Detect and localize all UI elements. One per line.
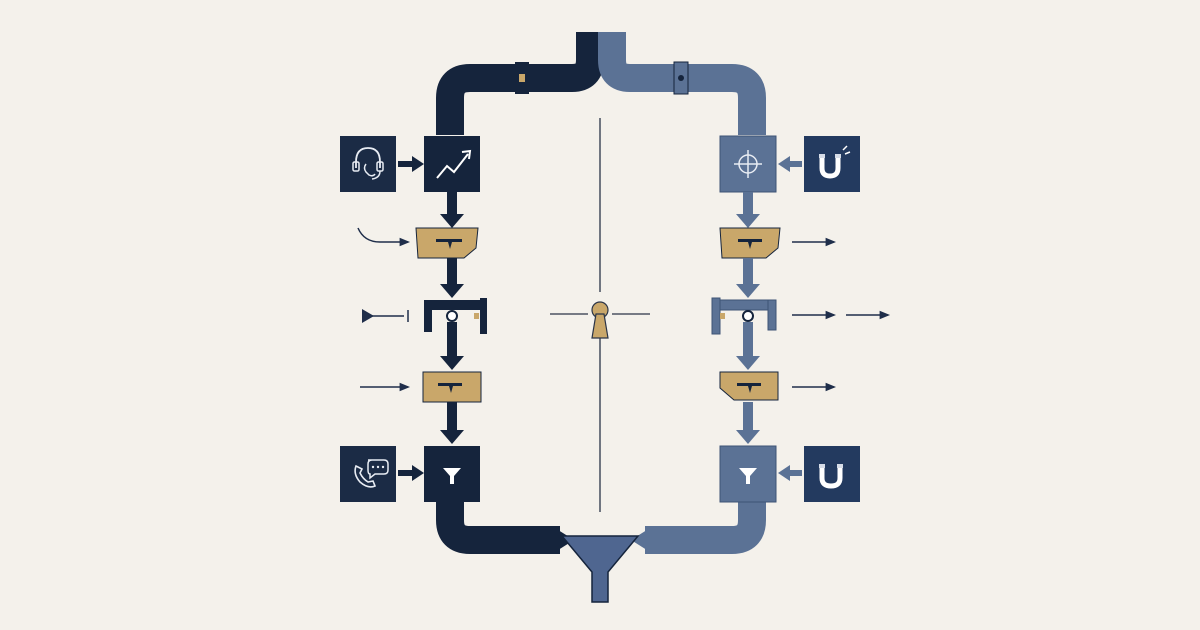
left-pipe-coupling: [515, 62, 529, 94]
left-connector-1: [440, 192, 464, 228]
source-box-magnet: [804, 446, 860, 502]
left-stage-filter-1: [415, 227, 479, 259]
source-arrow-magnet-spark: [778, 156, 802, 172]
right-stage-funnel: [719, 445, 777, 503]
magnet-spark-icon: [819, 145, 851, 179]
source-arrow-magnet: [778, 465, 802, 481]
shutoff-valve-icon: [720, 310, 754, 322]
magnet-icon: [819, 464, 843, 489]
left-stage-funnel: [424, 446, 480, 502]
right-stage-filter-1: [719, 227, 781, 259]
filter-valve-icon: [436, 239, 462, 249]
filter-valve-icon: [737, 383, 761, 393]
filter-valve-icon: [438, 383, 462, 393]
shutoff-valve-icon: [446, 310, 479, 322]
right-connector-3: [736, 322, 760, 370]
crosshair-target-icon: [734, 150, 762, 178]
right-connector-4: [736, 402, 760, 444]
source-arrow-phone-chat: [398, 465, 424, 481]
curved-arrow-icon: [357, 227, 411, 247]
filter-valve-icon: [738, 239, 762, 249]
right-stage-shutoff: [711, 297, 777, 335]
source-box-magnet-spark: [804, 136, 860, 192]
phone-chat-icon: [354, 459, 389, 488]
left-side-input-1: [357, 227, 411, 247]
funnel-icon: [560, 535, 640, 603]
left-stage-shutoff: [424, 298, 487, 334]
funnel-filter-icon: [739, 468, 757, 484]
left-stage-filter-2: [422, 371, 482, 403]
right-stage-filter-2: [719, 371, 779, 401]
tee-arrow-icon: [362, 309, 409, 323]
right-connector-2: [736, 258, 760, 298]
center-divider: [550, 118, 650, 512]
headset-phone-icon: [352, 147, 384, 180]
left-side-input-2: [362, 309, 409, 323]
source-box-phone-chat: [340, 446, 396, 502]
left-connector-3: [440, 322, 464, 370]
source-arrow-headset: [398, 156, 424, 172]
right-pipe-coupling: [673, 61, 689, 95]
growth-arrow-icon: [436, 149, 472, 179]
left-connector-2: [440, 258, 464, 298]
source-box-headset: [340, 136, 396, 192]
output-funnel: [560, 535, 640, 603]
keyhole-lock-icon: [591, 301, 609, 339]
left-stage-growth: [424, 136, 480, 192]
right-connector-1: [736, 192, 760, 228]
funnel-filter-icon: [443, 468, 461, 484]
left-connector-4: [440, 402, 464, 444]
right-stage-target: [719, 135, 777, 193]
